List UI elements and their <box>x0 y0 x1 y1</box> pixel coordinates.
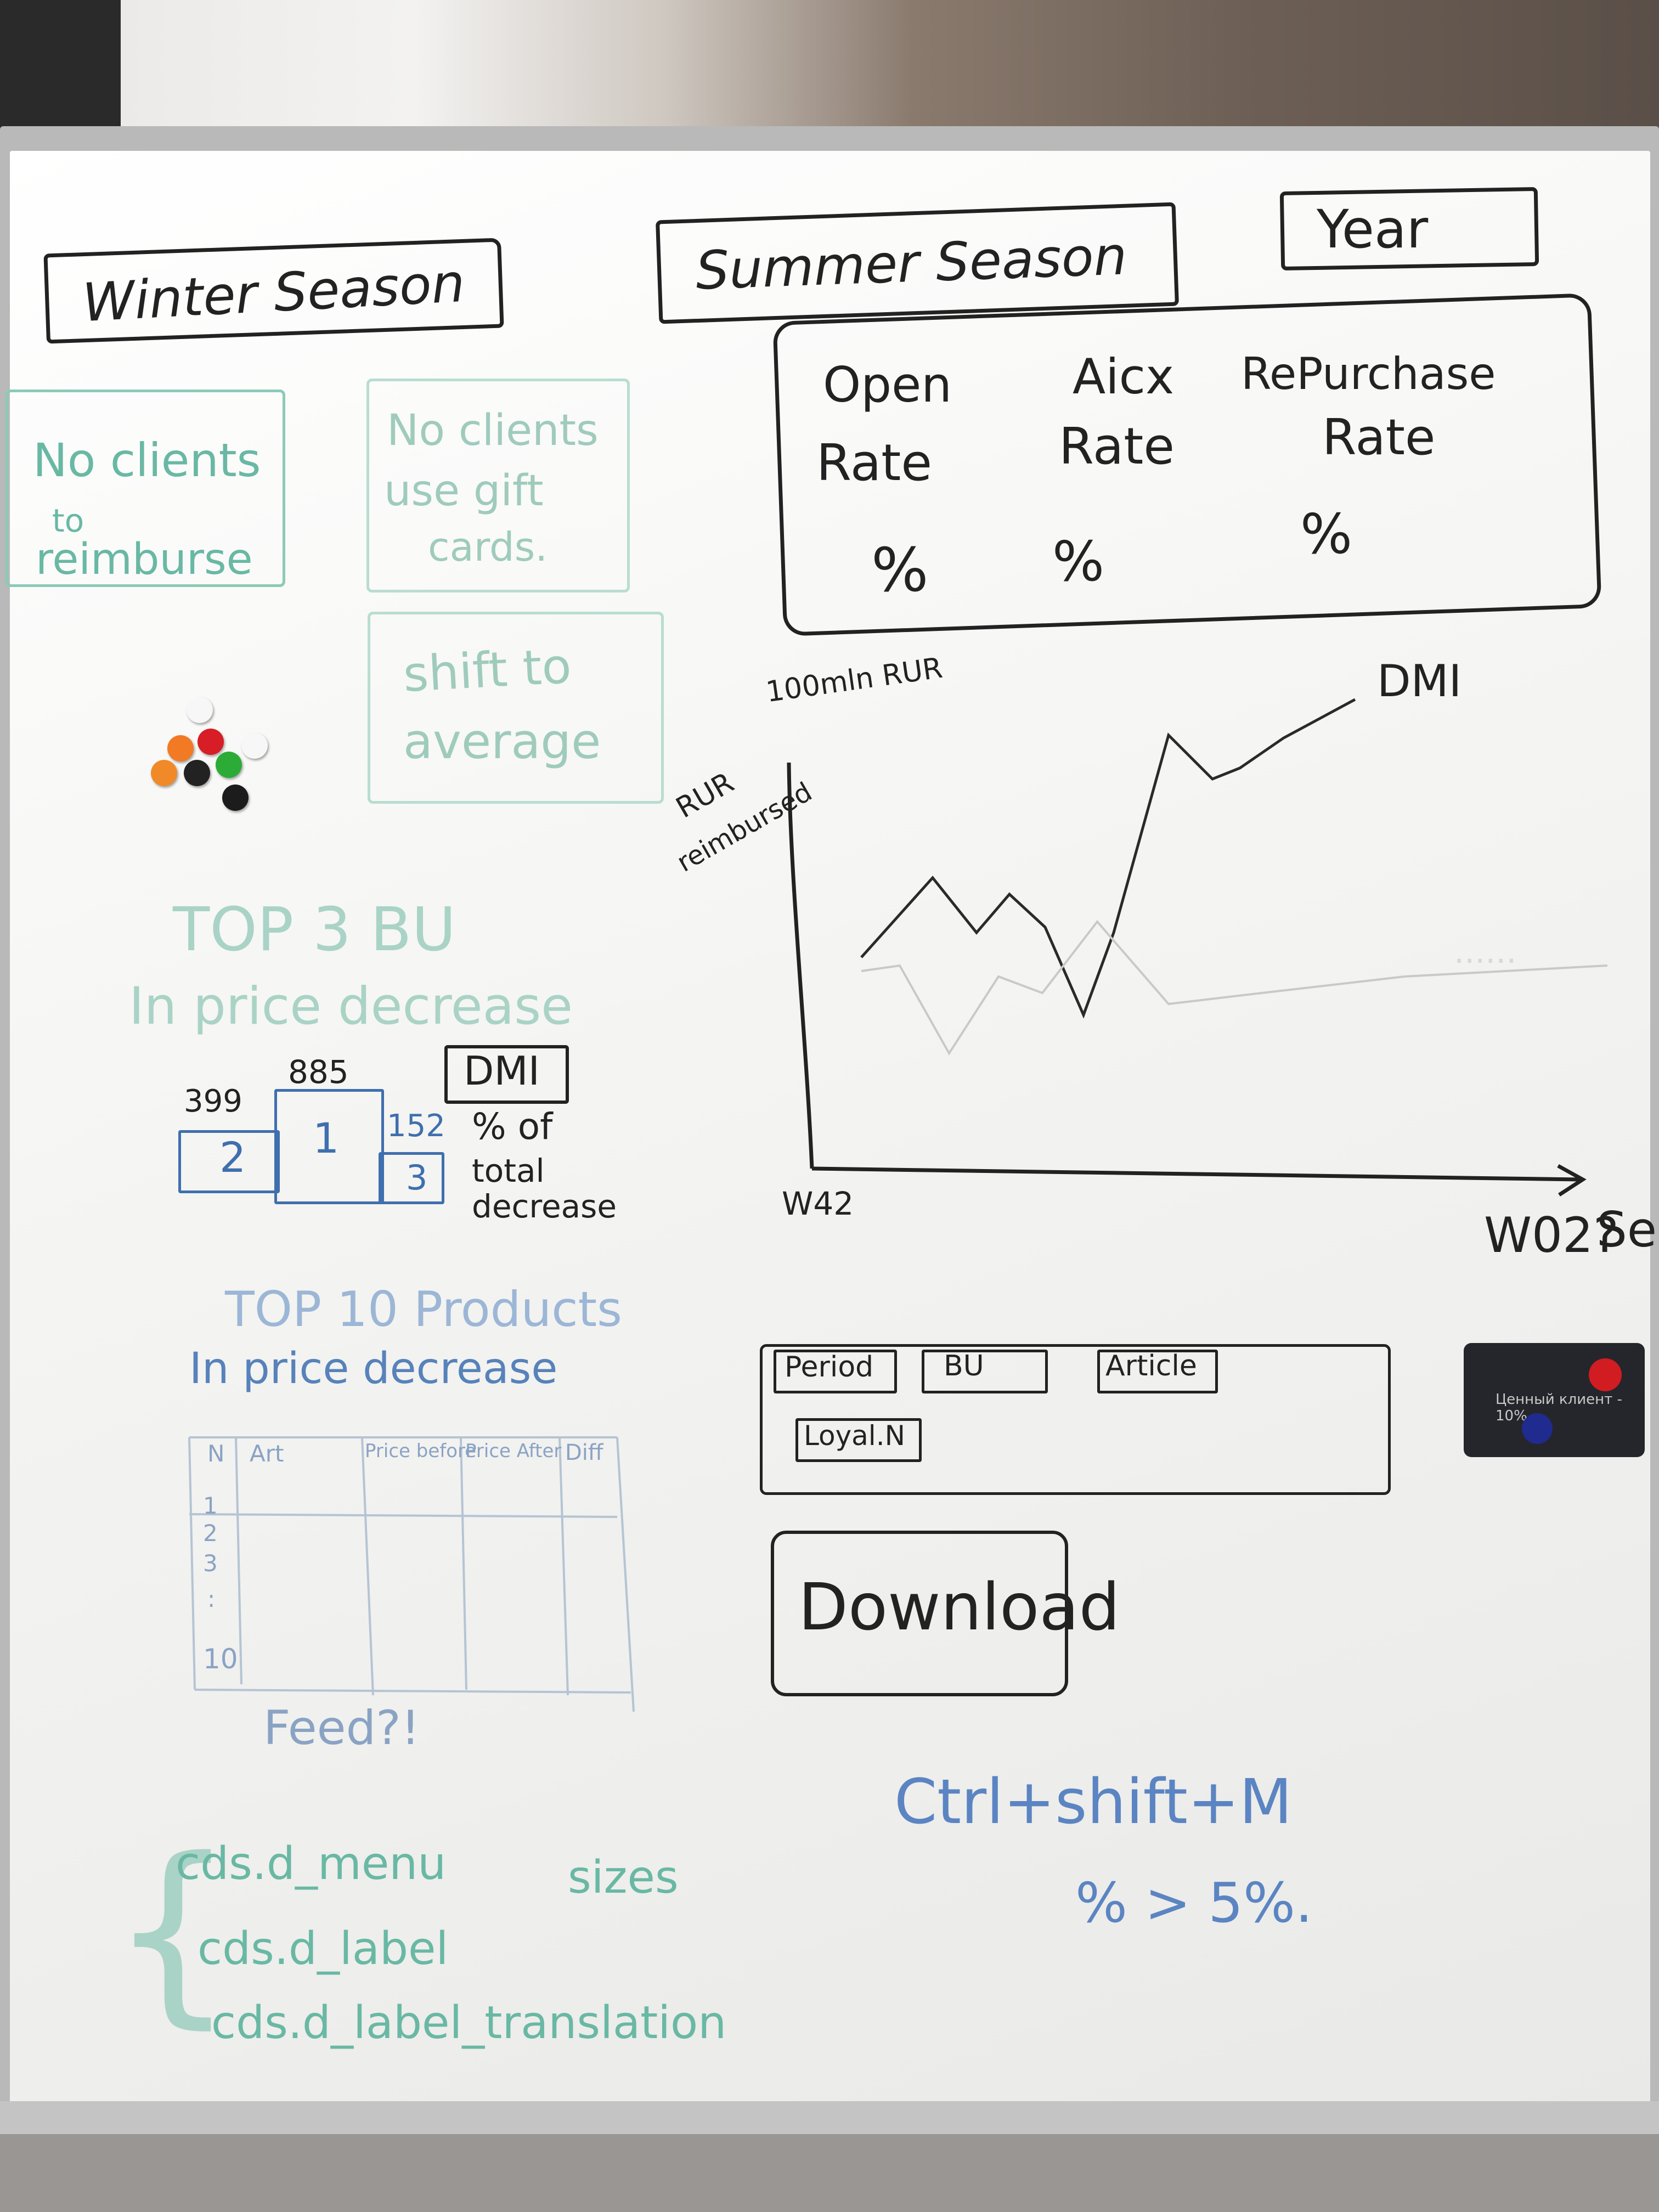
top3-note-line2: total <box>472 1152 545 1189</box>
podium-3-label: 3 <box>406 1158 428 1198</box>
threshold-note: % > 5%. <box>1075 1871 1313 1935</box>
sticker-text: Ценный клиент - 10% <box>1496 1391 1622 1424</box>
note-giftcards-line2: use gift <box>384 466 544 516</box>
podium-1-label: 1 <box>313 1114 340 1163</box>
chart-x-arrow <box>1557 1164 1587 1197</box>
chart-x-end: W02? <box>1484 1207 1619 1263</box>
kpi-open-line2: Rate <box>816 433 932 492</box>
download-button[interactable] <box>771 1531 1068 1696</box>
magnet-orange-2 <box>151 760 177 786</box>
cds-label-note: cds.d_label <box>198 1923 449 1975</box>
magnet-black <box>184 760 210 786</box>
floor <box>0 2134 1659 2212</box>
top3-badge-box <box>444 1045 569 1104</box>
top3-value-1: 885 <box>288 1053 349 1091</box>
top3-note-line3: decrease <box>472 1188 617 1225</box>
filter-bu-label: BU <box>944 1350 984 1383</box>
magnet-black-2 <box>222 785 249 811</box>
sticker-blue-dot <box>1522 1413 1553 1444</box>
chart-x-start: W42 <box>782 1185 854 1222</box>
cds-sizes-note: sizes <box>568 1852 679 1904</box>
marker-tray <box>0 2101 1659 2134</box>
top10-row-3: 3 <box>203 1550 218 1577</box>
magnet-orange <box>167 735 194 761</box>
kpi-repurchase-line1: RePurchase <box>1241 348 1496 399</box>
top3-value-2: 399 <box>184 1084 242 1119</box>
magnet-green <box>216 752 242 778</box>
top10-feed-note: Feed?! <box>263 1701 420 1756</box>
top3-badge: DMI <box>464 1048 540 1094</box>
filter-article-label: Article <box>1105 1350 1197 1383</box>
chart-series-faint-label: ...... <box>1454 933 1517 971</box>
note-reimburse-line1: No clients <box>33 433 261 487</box>
top10-header-price-after: Price After <box>465 1440 562 1462</box>
podium-3 <box>379 1152 444 1204</box>
filters-panel <box>760 1344 1391 1495</box>
magnet-white <box>187 697 213 723</box>
kpi-repurchase-value: % <box>1300 502 1353 566</box>
shortcut-note: Ctrl+shift+M <box>894 1767 1293 1838</box>
top10-row-ellipsis: : <box>207 1585 216 1612</box>
magnet-cluster <box>145 697 277 823</box>
cds-label-translation-note: cds.d_label_translation <box>211 1997 727 2049</box>
cds-menu-note: cds.d_menu <box>176 1838 447 1890</box>
top10-row-2: 2 <box>203 1520 218 1547</box>
top10-header-price-before: Price before <box>365 1440 477 1462</box>
cds-brace: { <box>110 1816 236 2046</box>
note-reimburse-line3: reimburse <box>36 535 253 584</box>
chart-x-axis <box>811 1166 1581 1182</box>
note-giftcards-line3: cards. <box>428 524 548 570</box>
top10-header-n: N <box>207 1440 225 1467</box>
top10-table-hline <box>189 1436 631 1694</box>
note-shift-line2: average <box>403 713 601 770</box>
kpi-repurchase-line2: Rate <box>1322 409 1436 466</box>
note-reimburse-box <box>5 390 285 587</box>
note-shift-box <box>368 612 664 804</box>
podium-2 <box>178 1130 280 1193</box>
top10-row-1: 1 <box>203 1492 218 1519</box>
filter-bu-box[interactable] <box>922 1350 1048 1393</box>
top3-title-line1: TOP 3 BU <box>173 894 456 964</box>
sticker-red-dot <box>1589 1358 1622 1391</box>
podium-1 <box>274 1089 384 1204</box>
download-label: Download <box>798 1569 1120 1645</box>
top3-title-line2: In price decrease <box>129 977 573 1036</box>
year-tab-label: Year <box>1317 199 1429 260</box>
magnet-red <box>198 729 224 755</box>
kpi-open-line1: Open <box>823 357 952 413</box>
top3-note-line1: % of <box>472 1105 553 1148</box>
podium-2-label: 2 <box>219 1133 246 1182</box>
kpi-aicx-line1: Aicx <box>1073 348 1175 405</box>
chart-faint-series <box>861 919 1608 1056</box>
chart-series-dmi-label: DMI <box>1377 656 1462 707</box>
filter-loyal-box[interactable] <box>795 1418 922 1462</box>
chart-dmi-series <box>860 698 1356 1019</box>
note-reimburse-line2: to <box>52 502 84 539</box>
top10-row-10: 10 <box>203 1643 238 1675</box>
kpi-open-value: % <box>871 535 929 605</box>
filter-loyal-label: Loyal.N <box>804 1420 905 1452</box>
top10-title-line1: TOP 10 Products <box>225 1281 622 1338</box>
sticker: Ценный клиент - 10% <box>1464 1343 1645 1457</box>
top10-header-diff: Diff <box>565 1440 603 1465</box>
chart-x-end-cut: Sea <box>1596 1201 1659 1258</box>
top10-table-vlines <box>188 1437 635 1712</box>
note-giftcards-box <box>366 379 630 592</box>
magnet-white-2 <box>241 732 268 759</box>
kpi-aicx-value: % <box>1052 529 1105 594</box>
kpi-aicx-line2: Rate <box>1059 417 1175 476</box>
note-giftcards-line1: No clients <box>387 406 599 455</box>
filter-period-label: Period <box>785 1351 874 1384</box>
chart-y-axis <box>787 762 814 1169</box>
top10-header-art: Art <box>250 1440 284 1467</box>
top3-value-3: 152 <box>387 1108 445 1144</box>
top10-title-line2: In price decrease <box>189 1344 558 1393</box>
filter-article-box[interactable] <box>1097 1350 1218 1393</box>
filter-period-box[interactable] <box>774 1350 897 1393</box>
